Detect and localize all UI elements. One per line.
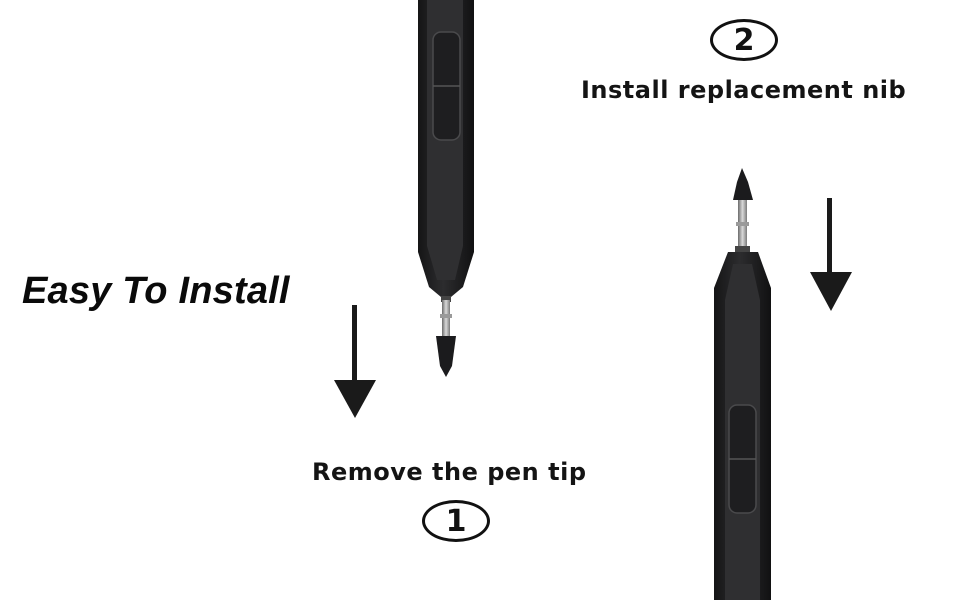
nib-icon — [733, 168, 753, 250]
down-arrow-icon — [334, 305, 376, 418]
down-arrow-icon — [810, 198, 852, 311]
nib-icon — [436, 300, 456, 377]
pen-icon — [418, 0, 474, 302]
step-2-number-badge: 2 — [710, 19, 778, 61]
step-2-caption: Install replacement nib — [581, 76, 907, 104]
pen-icon — [714, 246, 771, 600]
step-1-caption: Remove the pen tip — [312, 458, 587, 486]
headline: Easy To Install — [22, 270, 290, 312]
step-1-number-badge: 1 — [422, 500, 490, 542]
